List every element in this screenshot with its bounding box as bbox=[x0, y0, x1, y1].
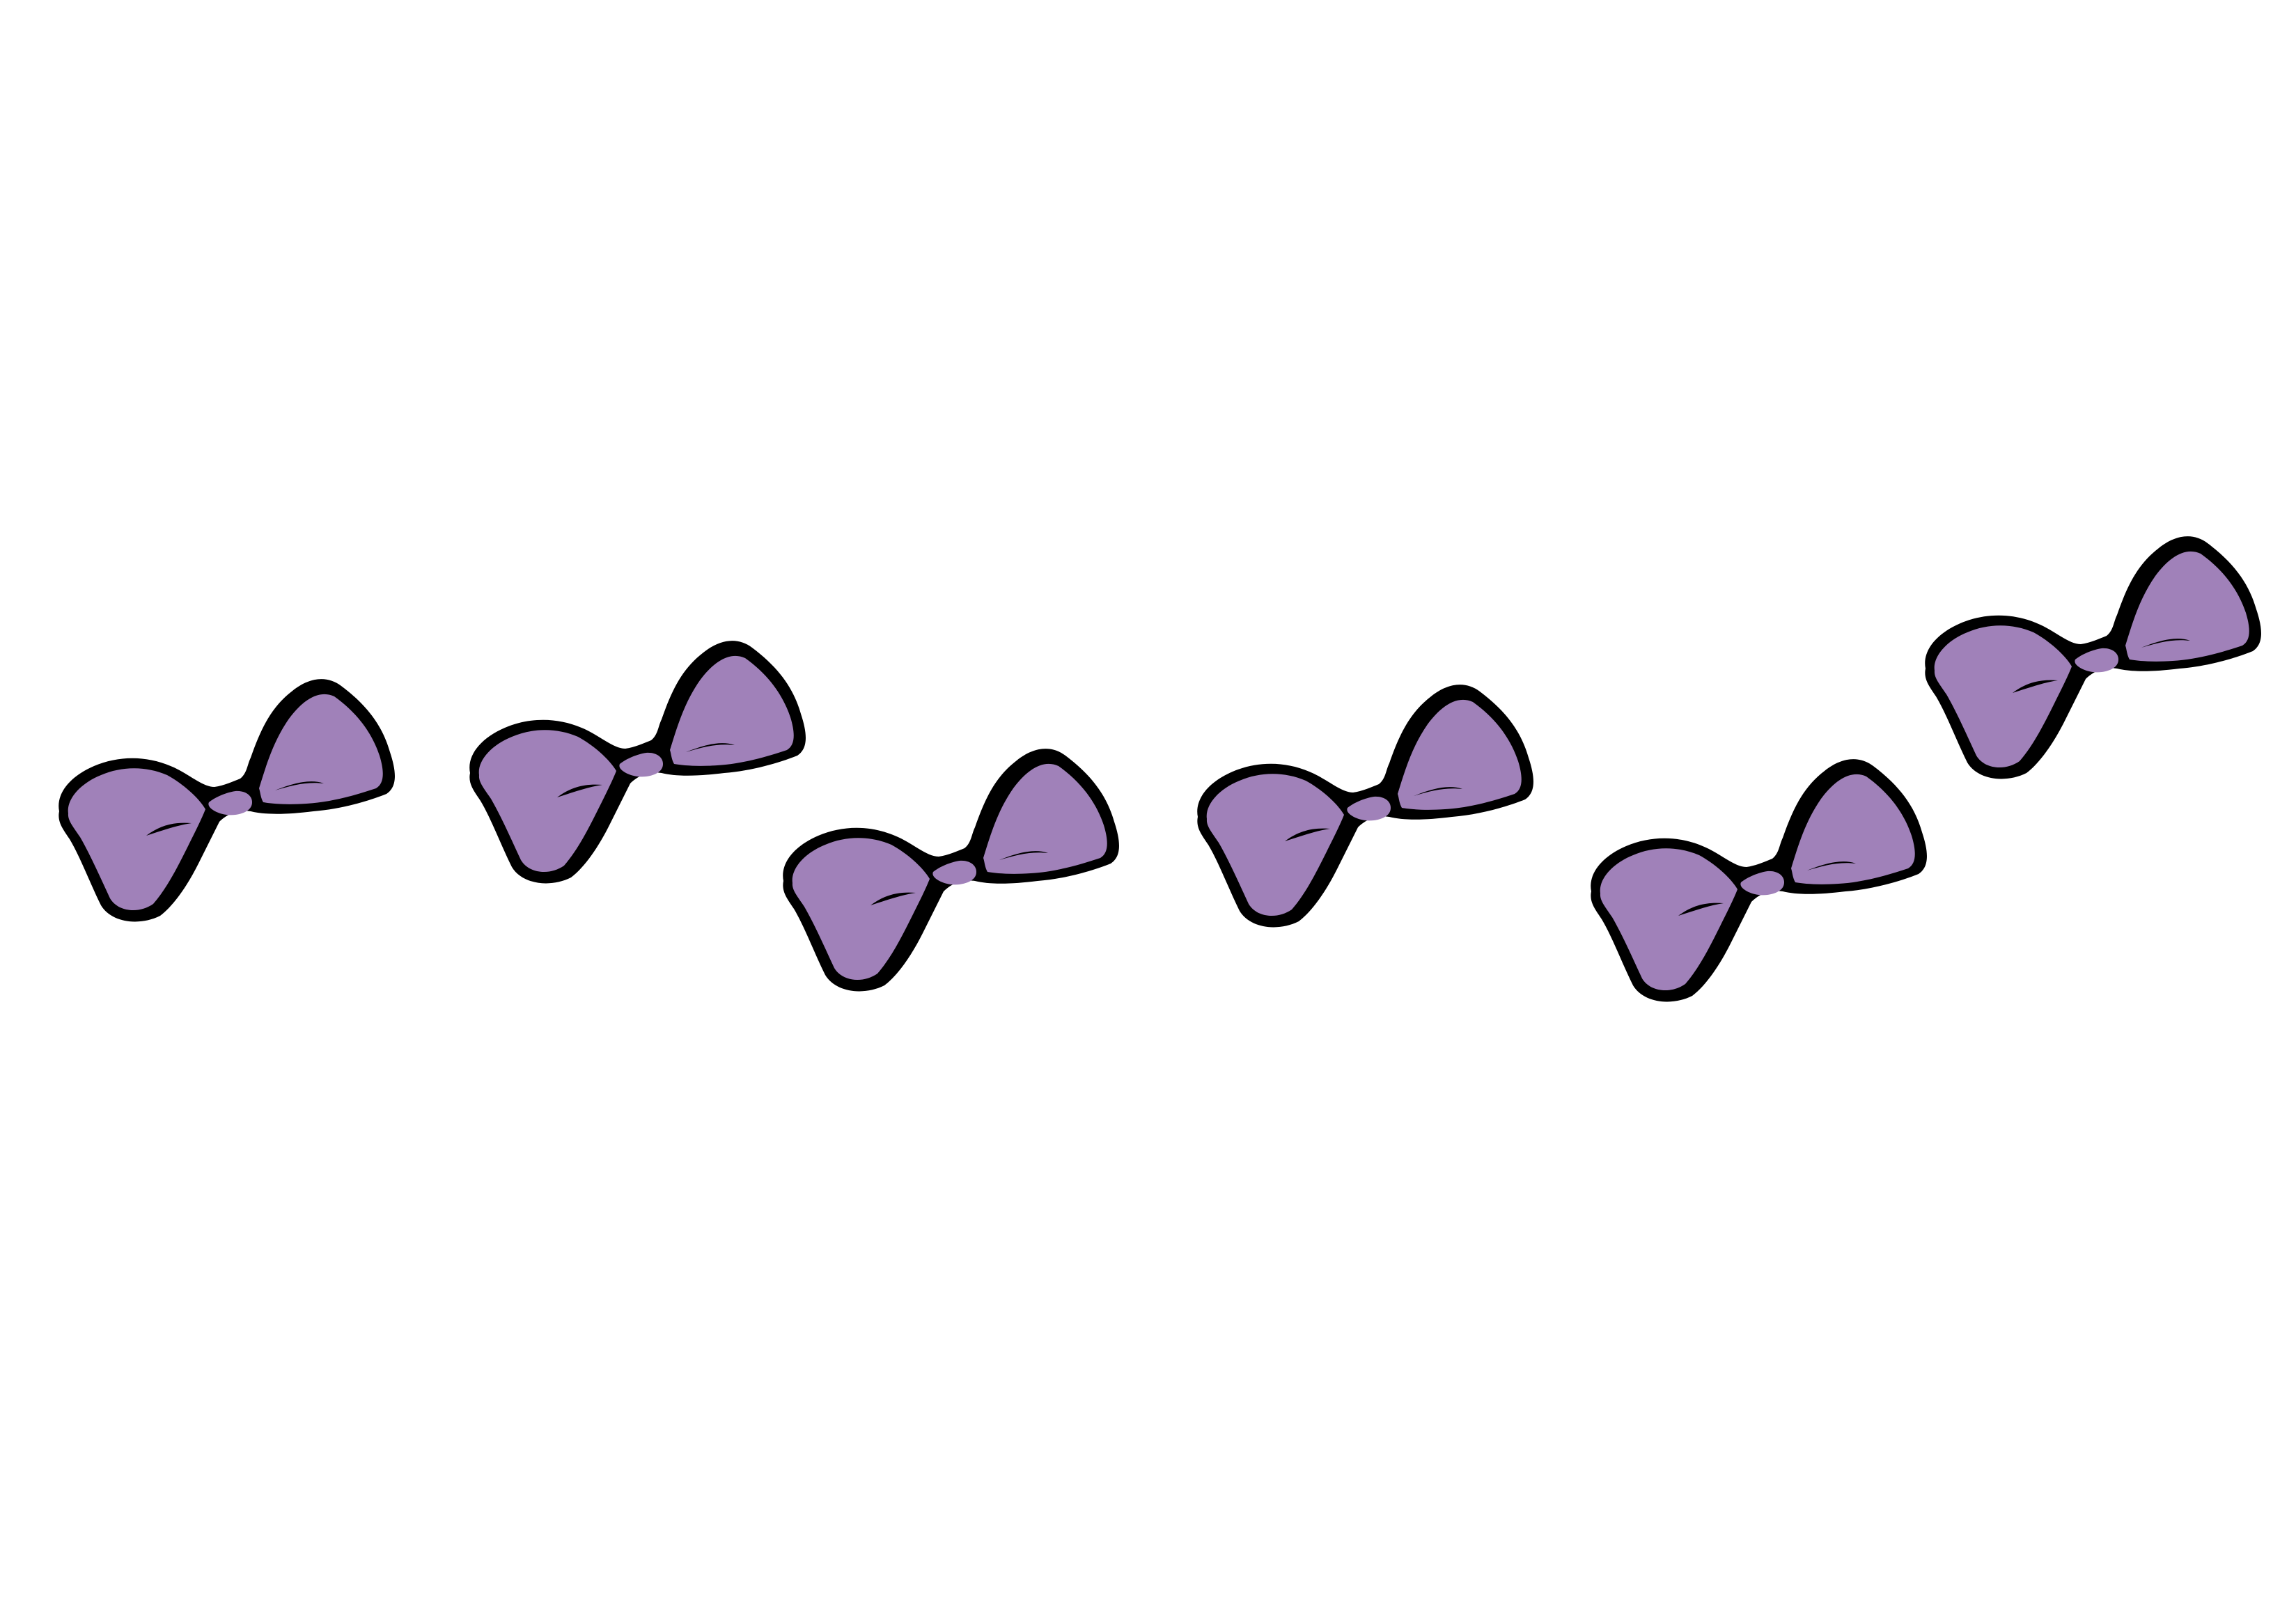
bow-icon bbox=[469, 641, 806, 884]
bow-1 bbox=[58, 679, 395, 922]
bow-3 bbox=[783, 749, 1119, 992]
bow-icon bbox=[783, 749, 1119, 992]
bow-4 bbox=[1197, 685, 1533, 928]
bow-6 bbox=[1925, 536, 2261, 779]
bow-icon bbox=[58, 679, 395, 922]
bow-5 bbox=[1591, 759, 1927, 1002]
bow-2 bbox=[469, 641, 806, 884]
bow-icon bbox=[1591, 759, 1927, 1002]
bow-icon bbox=[1197, 685, 1533, 928]
bow-icon bbox=[1925, 536, 2261, 779]
